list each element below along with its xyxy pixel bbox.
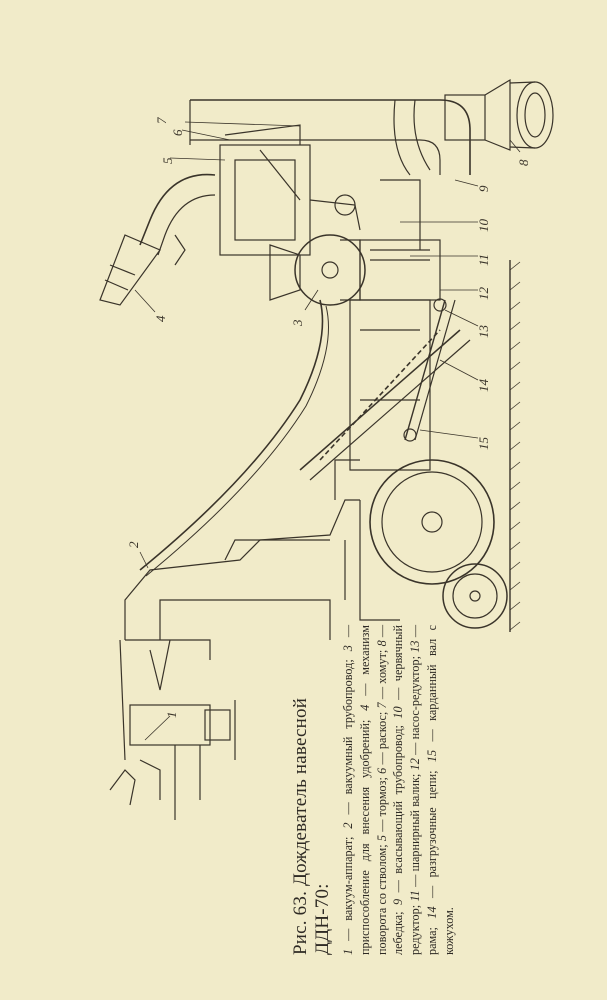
legend-num-8: 8: [374, 640, 389, 647]
legend-text-11: шарнирный валик;: [408, 773, 423, 872]
callout-5: 5: [160, 157, 175, 164]
legend-text-6: раскос;: [374, 711, 389, 750]
legend-num-1: 1: [341, 948, 355, 955]
legend-num-14: 14: [424, 906, 439, 919]
legend-num-15: 15: [424, 749, 439, 763]
drawing-lines: [99, 78, 554, 820]
legend-text-7: хомут;: [374, 649, 389, 684]
legend-num-5: 5: [374, 835, 389, 842]
legend-num-7: 7: [374, 702, 389, 709]
figure-title: Рис. 63. Дождеватель навесной ДДН-70:: [290, 697, 333, 955]
legend-text-9: всасывающий трубопровод;: [391, 725, 406, 874]
callout-11: 11: [476, 254, 491, 266]
callout-12: 12: [476, 287, 491, 301]
callout-15: 15: [476, 437, 491, 451]
callout-leaders: [134, 121, 521, 741]
legend-text-5: тормоз;: [374, 777, 389, 817]
figure-legend: 1 — вакуум-аппарат; 2 — вакуумный трубоп…: [341, 624, 456, 955]
legend-text-1: вакуум-аппарат;: [341, 836, 355, 921]
legend-num-10: 10: [391, 706, 406, 719]
callout-2: 2: [126, 541, 141, 548]
callout-14: 14: [476, 379, 491, 393]
legend-text-8: лебедка;: [391, 911, 406, 955]
legend-text-13: рама;: [424, 927, 439, 955]
callout-7: 7: [154, 117, 169, 124]
figure-caption: Рис. 63. Дождеватель навесной ДДН-70: 1 …: [290, 625, 458, 955]
callout-8: 8: [516, 159, 531, 166]
legend-num-3: 3: [341, 645, 355, 652]
legend-num-9: 9: [391, 898, 406, 905]
callout-1: 1: [164, 712, 179, 719]
callout-4: 4: [153, 315, 168, 322]
legend-text-14: разгрузочные цепи;: [424, 770, 439, 878]
legend-num-11: 11: [408, 890, 423, 902]
callout-3: 3: [290, 319, 305, 327]
legend-num-2: 2: [341, 822, 355, 829]
legend-num-4: 4: [357, 704, 372, 711]
callout-10: 10: [476, 219, 491, 233]
legend-num-6: 6: [374, 767, 389, 774]
legend-num-13: 13: [408, 640, 423, 653]
legend-text-12: насос-редуктор;: [408, 656, 423, 740]
legend-text-2: вакуумный трубопровод;: [341, 659, 355, 795]
legend-text-3: приспособление для внесения удобрений;: [357, 719, 372, 955]
legend-num-12: 12: [408, 758, 423, 771]
callout-numbers: 1 2 3 4 5 6 7 8 9 10 11 12 13 14 15: [126, 117, 531, 718]
callout-13: 13: [476, 325, 491, 339]
callout-6: 6: [170, 129, 185, 136]
callout-9: 9: [476, 185, 491, 192]
